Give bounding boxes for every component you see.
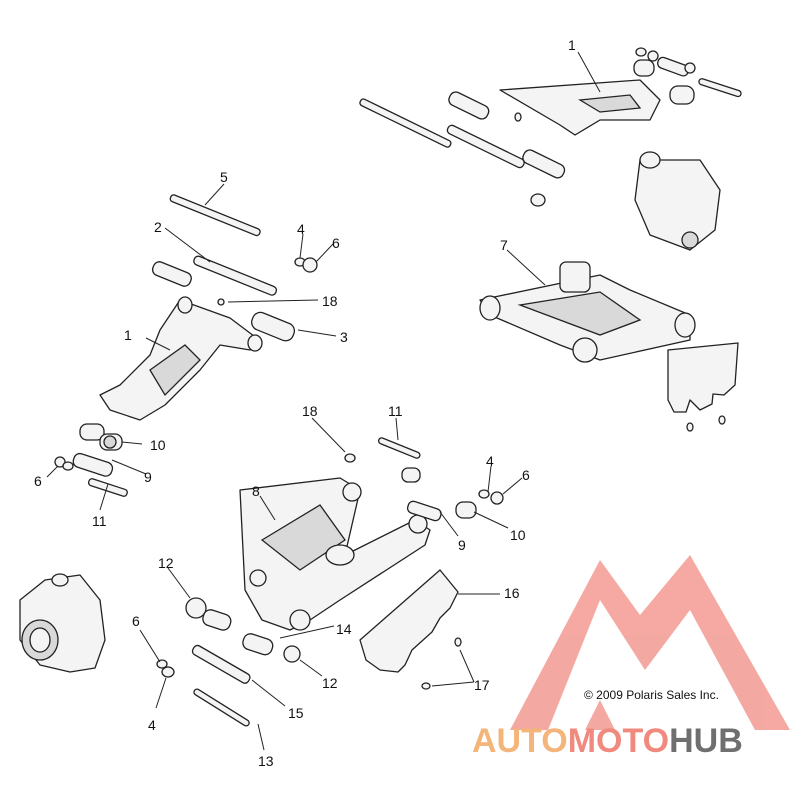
- callout-15: 15: [288, 705, 304, 721]
- callout-9-left: 9: [144, 469, 152, 485]
- bushings-left: [54, 423, 128, 497]
- callout-18-lower: 18: [302, 403, 318, 419]
- knuckle-right: [634, 151, 721, 251]
- callout-2: 2: [154, 219, 162, 235]
- leader-lines: [46, 51, 601, 751]
- callout-10-left: 10: [150, 437, 166, 453]
- watermark-text: AUTOMOTOHUB: [472, 722, 743, 760]
- callout-labels: 1 1 2 3 4 4 4 5 6 6 6 6 7 8 9 9 10 10 11…: [34, 37, 576, 769]
- callout-1-left: 1: [124, 327, 132, 343]
- pins-lower-left: [156, 597, 301, 727]
- callout-11-left: 11: [92, 513, 107, 529]
- skid-plate: [359, 569, 462, 690]
- callout-6-lower: 6: [132, 613, 140, 629]
- watermark-hub: HUB: [669, 722, 743, 760]
- callout-4-upper: 4: [297, 221, 305, 237]
- callout-8: 8: [252, 483, 260, 499]
- pins-left-upper: [151, 194, 318, 342]
- upper-a-arm-top: [359, 47, 742, 207]
- callout-6-left: 6: [34, 473, 42, 489]
- copyright-notice: © 2009 Polaris Sales Inc.: [584, 688, 719, 702]
- callout-1-top: 1: [568, 37, 576, 53]
- callout-12-left: 12: [158, 555, 174, 571]
- callout-11-right: 11: [388, 403, 403, 419]
- knuckle-left: [19, 573, 106, 673]
- watermark-moto: MOTO: [568, 722, 669, 760]
- callout-4-middle: 4: [486, 453, 494, 469]
- callout-6-middle: 6: [522, 467, 530, 483]
- callout-14: 14: [336, 621, 352, 637]
- callout-18-upper: 18: [322, 293, 338, 309]
- callout-17: 17: [474, 677, 490, 693]
- callout-7: 7: [500, 237, 508, 253]
- callout-4-lower: 4: [148, 717, 156, 733]
- callout-12-right: 12: [322, 675, 338, 691]
- upper-a-arm-left: [99, 296, 263, 421]
- lower-a-arm-right: [479, 261, 739, 432]
- callout-13: 13: [258, 753, 274, 769]
- lower-a-arm-center: [239, 437, 504, 631]
- callout-10-right: 10: [510, 527, 526, 543]
- watermark-logo: [510, 555, 790, 730]
- callout-6-upper: 6: [332, 235, 340, 251]
- callout-16: 16: [504, 585, 520, 601]
- callout-9-right: 9: [458, 537, 466, 553]
- callout-3: 3: [340, 329, 348, 345]
- callout-5: 5: [220, 169, 228, 185]
- watermark-auto: AUTO: [472, 722, 568, 760]
